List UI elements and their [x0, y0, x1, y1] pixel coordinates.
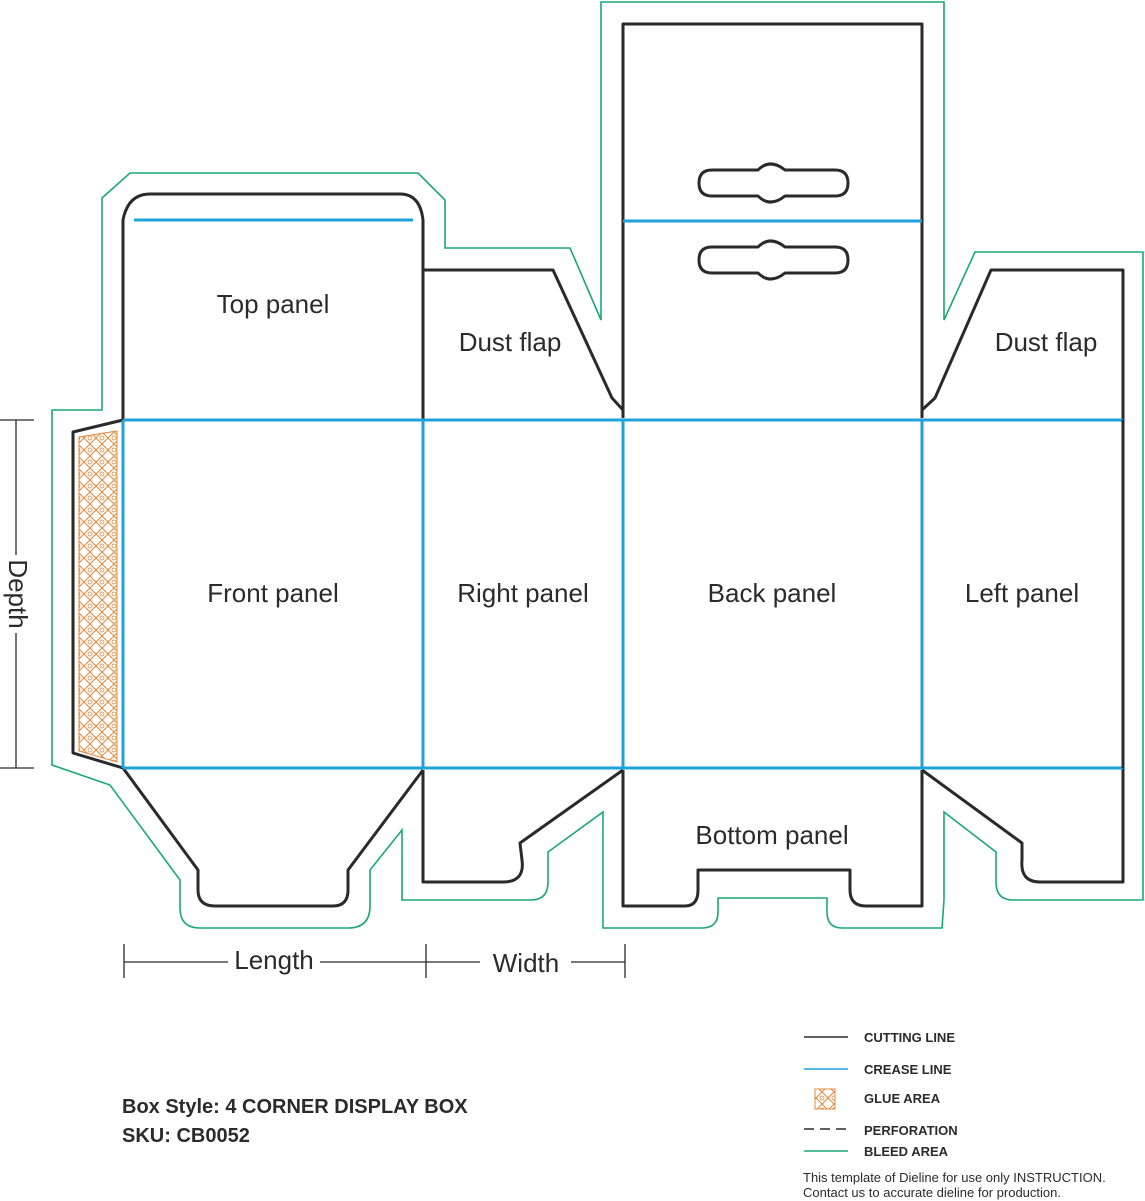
length-dimension [123, 944, 626, 978]
length-label: Length [234, 945, 314, 975]
label-front-panel: Front panel [207, 578, 339, 608]
glue-area [78, 430, 118, 763]
label-back-panel: Back panel [708, 578, 837, 608]
label-left-panel: Left panel [965, 578, 1079, 608]
cutting-lines [71, 22, 1125, 908]
front-bottom-flap-outline [121, 767, 425, 908]
top-panel-outline [121, 192, 425, 420]
label-dust-flap-left: Dust flap [995, 327, 1098, 357]
box-style-text: Box Style: 4 CORNER DISPLAY BOX [122, 1096, 468, 1118]
legend-label-glue: GLUE AREA [864, 1091, 941, 1106]
width-label: Width [493, 948, 559, 978]
legend-label-bleed: BLEED AREA [864, 1144, 949, 1159]
sku-text: SKU: CB0052 [122, 1125, 250, 1147]
legend-label-perforation: PERFORATION [864, 1123, 958, 1138]
hang-hole-lower [697, 239, 850, 281]
label-bottom-panel: Bottom panel [695, 820, 848, 850]
legend-label-cutting: CUTTING LINE [864, 1030, 955, 1045]
hang-hole-upper [697, 162, 850, 204]
bleed-outline-main [51, 1, 1144, 929]
right-bottom-flap-outline [421, 768, 624, 884]
crease-lines [121, 218, 1123, 770]
legend-label-crease: CREASE LINE [864, 1062, 952, 1077]
glue-flap-outline [71, 418, 124, 770]
note-line-2: Contact us to accurate dieline for produ… [803, 1185, 1061, 1200]
dust-flap-left-outline [920, 268, 1125, 884]
label-top-panel: Top panel [217, 289, 330, 319]
legend: CUTTING LINE CREASE LINE GLUE AREA PERFO… [803, 1030, 1106, 1200]
dust-flap-right-outline [423, 268, 625, 412]
note-line-1: This template of Dieline for use only IN… [803, 1170, 1106, 1185]
depth-label: Depth [3, 559, 33, 628]
depth-dimension [0, 419, 34, 769]
glue-area-icon [814, 1088, 836, 1110]
label-right-panel: Right panel [457, 578, 589, 608]
label-dust-flap-right: Dust flap [459, 327, 562, 357]
bottom-panel-outline [621, 770, 924, 908]
bleed-area [51, 1, 1144, 929]
